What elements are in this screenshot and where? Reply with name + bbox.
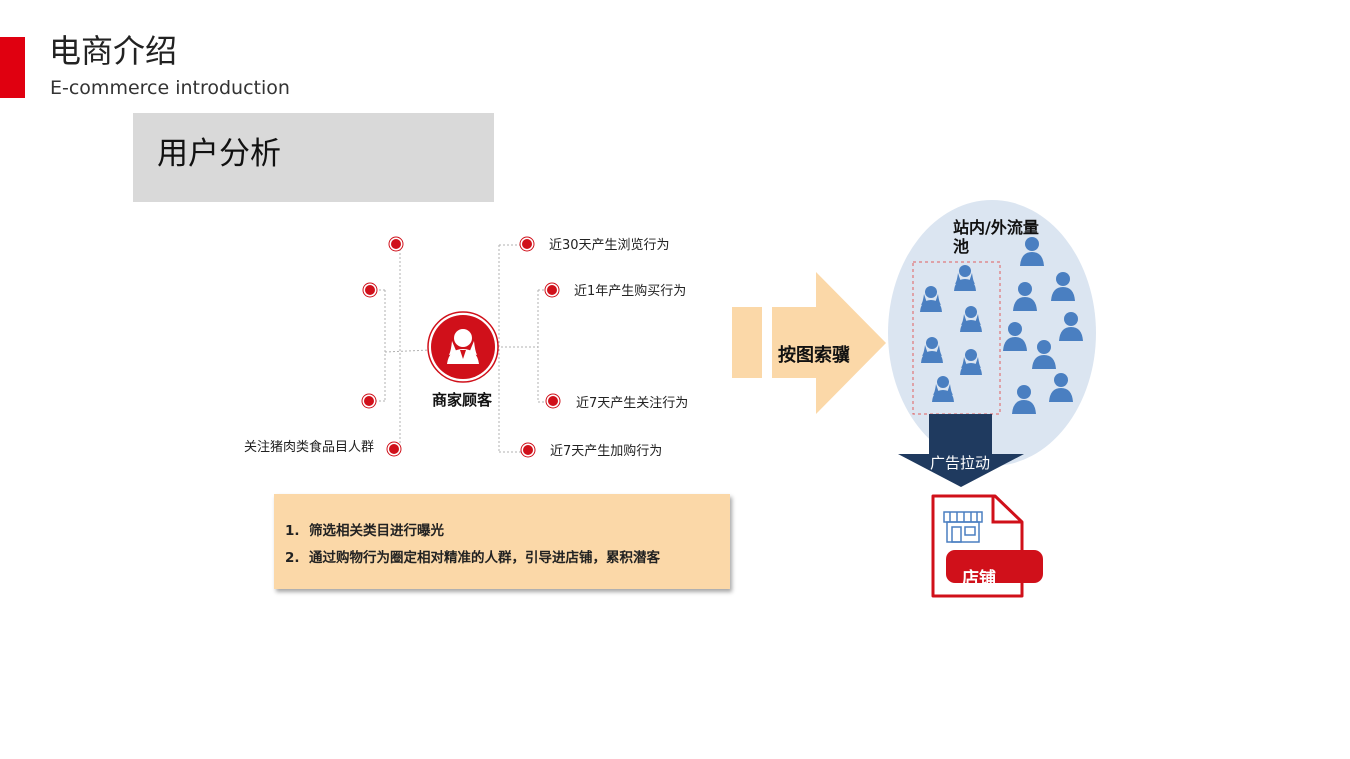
right-node-dot: [545, 393, 561, 409]
right-node-label: 近7天产生加购行为: [550, 444, 663, 459]
person-icons: [1003, 237, 1083, 414]
storefront-icon: [931, 494, 1043, 598]
right-node-label: 近1年产生购买行为: [574, 284, 687, 299]
section-header-box: [133, 113, 494, 202]
note-item: 2. 通过购物行为圈定相对精准的人群，引导进店铺，累积潜客: [285, 549, 660, 567]
right-node-dot: [520, 442, 536, 458]
female-person-icon: [960, 306, 982, 332]
female-person-icon: [921, 337, 943, 363]
left-node-dot: [361, 393, 377, 409]
person-icon: [1032, 340, 1056, 369]
store-label: 店铺: [962, 569, 996, 589]
left-node-dot: [362, 282, 378, 298]
female-user-icon: [427, 311, 499, 383]
note-item: 1. 筛选相关类目进行曝光: [285, 522, 444, 540]
person-icon: [1003, 322, 1027, 351]
female-person-icon: [960, 349, 982, 375]
note-text: 筛选相关类目进行曝光: [309, 523, 444, 539]
flow-arrow-label: 按图索骥: [778, 345, 850, 366]
female-person-icon: [920, 286, 942, 312]
right-node-label: 近7天产生关注行为: [576, 396, 689, 411]
page-title: 电商介绍: [49, 32, 178, 70]
ad-arrow-label: 广告拉动: [930, 454, 991, 472]
right-node-dots: [519, 236, 561, 458]
right-node-dot: [544, 282, 560, 298]
notes-box: 1. 筛选相关类目进行曝光 2. 通过购物行为圈定相对精准的人群，引导进店铺，累积潜…: [274, 494, 730, 589]
person-icon: [1012, 385, 1036, 414]
female-person-icon: [932, 376, 954, 402]
ad-arrow: [898, 414, 1024, 487]
traffic-pool-label: 站内/外流量池: [953, 218, 1039, 256]
person-icon: [1013, 282, 1037, 311]
note-text: 通过购物行为圈定相对精准的人群，引导进店铺，累积潜客: [309, 550, 660, 566]
left-node-label: 关注猪肉类食品目人群: [244, 440, 375, 455]
person-icon: [1051, 272, 1075, 301]
section-title: 用户分析: [157, 136, 281, 172]
flow-arrow: [732, 272, 886, 414]
right-node-label: 近30天产生浏览行为: [549, 238, 670, 253]
female-person-icon: [954, 265, 976, 291]
right-node-dot: [519, 236, 535, 252]
left-node-dot: [386, 441, 402, 457]
note-number: 2.: [285, 550, 300, 566]
person-icon: [1020, 237, 1044, 266]
left-node-dots: [361, 236, 404, 457]
accent-bar: [0, 37, 25, 98]
center-node-label: 商家顾客: [432, 391, 493, 409]
note-number: 1.: [285, 523, 300, 539]
left-node-dot: [388, 236, 404, 252]
female-person-icons: [920, 265, 982, 402]
person-icon: [1049, 373, 1073, 402]
page-subtitle: E-commerce introduction: [50, 77, 290, 99]
person-icon: [1059, 312, 1083, 341]
